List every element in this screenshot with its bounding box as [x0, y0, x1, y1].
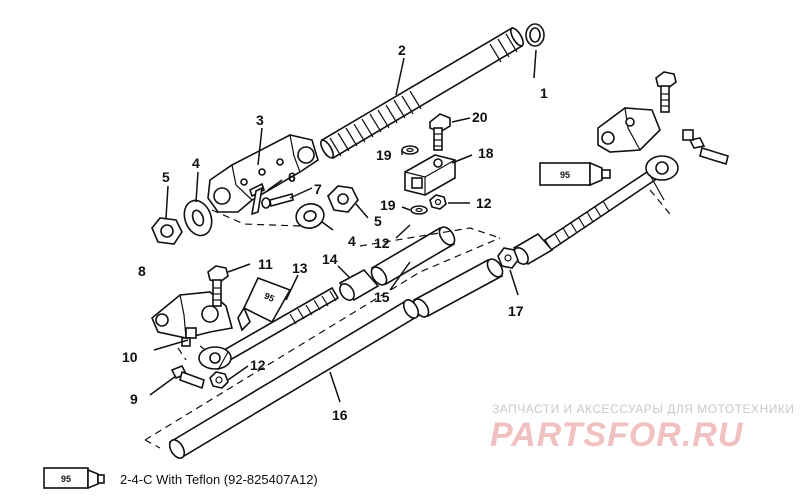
callout-14: 14	[322, 251, 338, 267]
callout-3: 3	[256, 112, 264, 128]
part-11-bolt-right	[655, 71, 677, 113]
part-12-nut-left	[209, 371, 229, 389]
part-12-nut-center	[429, 194, 447, 210]
callout-12-center: 12	[374, 235, 390, 251]
part-19-washer-bottom	[410, 205, 428, 215]
callout-16: 16	[332, 407, 348, 423]
part-5-nut-right	[327, 185, 359, 213]
part-14-sleeve-right	[512, 232, 554, 266]
part-8-bracket-left	[151, 291, 234, 347]
assembly-guide-lines	[144, 189, 671, 449]
callout-12-right: 12	[476, 195, 492, 211]
callout-20: 20	[472, 109, 488, 125]
callout-18: 18	[478, 145, 494, 161]
callout-5-right: 5	[374, 213, 382, 229]
part-8-bracket-right	[597, 107, 661, 153]
legend: 95 2-4-C With Teflon (92-825407A12)	[43, 467, 318, 490]
callout-numbers: 1 2 3 4 4 5 5 6 7 8 9 10 11 12 12 12 13 …	[122, 42, 548, 423]
callout-17: 17	[508, 303, 524, 319]
part-3-bracket	[207, 134, 319, 213]
callout-6: 6	[288, 169, 296, 185]
part-16-long-tube	[168, 299, 420, 459]
part-15-sleeve-lower	[412, 258, 504, 318]
callout-4-right: 4	[348, 233, 356, 249]
part-1-o-ring	[525, 23, 545, 47]
legend-tube-label: 95	[61, 474, 71, 484]
callout-13: 13	[292, 260, 308, 276]
callout-19-bottom: 19	[380, 197, 396, 213]
part-7-screw	[261, 192, 294, 209]
callout-5-left: 5	[162, 169, 170, 185]
part-6-bolt	[249, 182, 265, 216]
callout-10: 10	[122, 349, 138, 365]
callout-2: 2	[398, 42, 406, 58]
part-9-bolt-left	[170, 364, 205, 390]
callout-1: 1	[540, 85, 548, 101]
callout-12-left: 12	[250, 357, 266, 373]
lubricant-tube-label: 95	[560, 170, 570, 180]
part-18-block	[404, 154, 456, 196]
callout-8: 8	[138, 263, 146, 279]
callout-4-left: 4	[192, 155, 200, 171]
watermark: ЗАПЧАСТИ И АКСЕССУАРЫ ДЛЯ МОТОТЕХНИКИ PA…	[490, 402, 794, 454]
watermark-tagline: ЗАПЧАСТИ И АКСЕССУАРЫ ДЛЯ МОТОТЕХНИКИ	[492, 402, 794, 416]
part-14-sleeve	[338, 268, 380, 302]
callout-15: 15	[374, 289, 390, 305]
callout-7: 7	[314, 181, 322, 197]
legend-text: 2-4-C With Teflon (92-825407A12)	[120, 472, 318, 487]
part-15-sleeve-upper	[370, 226, 456, 286]
part-17-nut	[497, 247, 519, 269]
part-20-bolt	[429, 113, 451, 151]
part-2-threaded-tube	[320, 26, 524, 160]
part-19-washer-top	[401, 145, 419, 155]
callout-19-top: 19	[376, 147, 392, 163]
part-4-washer-right	[295, 203, 325, 229]
part-4-washer-left	[183, 199, 213, 237]
part-5-nut-left	[151, 217, 183, 245]
part-12-bolt-right	[682, 129, 729, 166]
part-13-threaded-rod-right	[543, 155, 679, 252]
callout-9: 9	[130, 391, 138, 407]
watermark-logo: PARTSFOR.RU	[490, 416, 744, 454]
lubricant-tube-label-left: 95	[263, 291, 276, 304]
leader-lines	[149, 49, 537, 403]
lubricant-tube-right: 95	[539, 161, 611, 187]
part-13-threaded-rod-left	[198, 286, 340, 371]
part-11-bolt-left	[207, 265, 229, 307]
callout-11: 11	[258, 256, 273, 272]
